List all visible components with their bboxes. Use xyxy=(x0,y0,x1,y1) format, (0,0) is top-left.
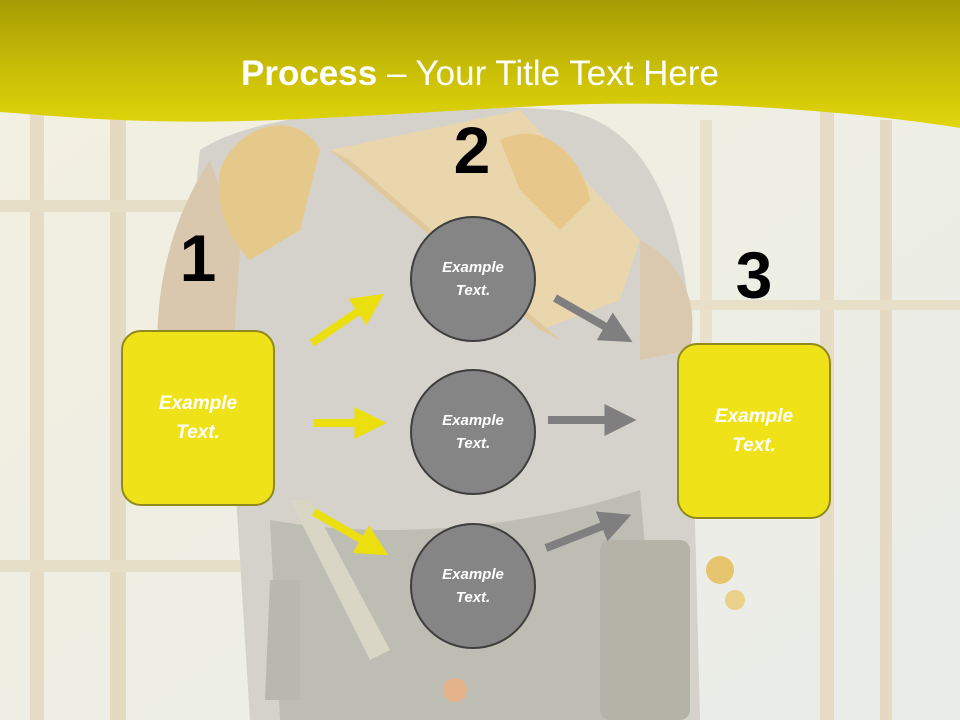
step-3-text: Example Text. xyxy=(714,406,794,456)
circle-middle-text: Example Text. xyxy=(442,412,504,452)
circle-top-text: Example Text. xyxy=(442,259,504,299)
step-2-circle-middle: Example Text. xyxy=(410,369,536,495)
step-number-2: 2 xyxy=(453,113,491,187)
step-3-box: Example Text. xyxy=(677,343,831,519)
title-bold: Process xyxy=(241,54,378,93)
step-1-text: Example Text. xyxy=(158,393,238,443)
step-number-1: 1 xyxy=(179,221,217,295)
header-band xyxy=(0,0,960,140)
step-number-3: 3 xyxy=(735,238,773,312)
title-rest: – Your Title Text Here xyxy=(377,54,719,93)
circle-bottom-text: Example Text. xyxy=(442,566,504,606)
step-1-box: Example Text. xyxy=(121,330,275,506)
step-2-circle-top: Example Text. xyxy=(410,216,536,342)
page-title: Process – Your Title Text Here xyxy=(0,52,960,96)
step-2-circle-bottom: Example Text. xyxy=(410,523,536,649)
